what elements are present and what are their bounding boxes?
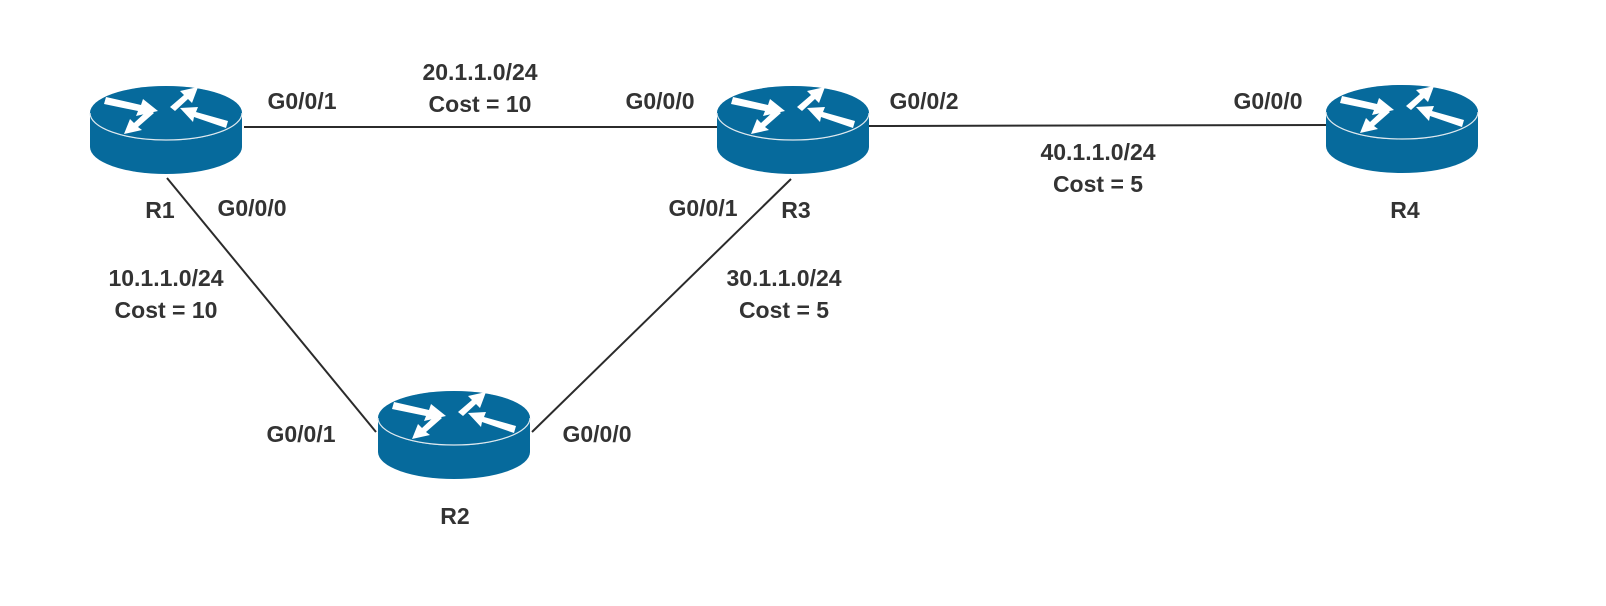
router-label-r2: R2 bbox=[440, 503, 469, 529]
network-label: 40.1.1.0/24 bbox=[1040, 139, 1155, 165]
interface-label: G0/0/1 bbox=[267, 88, 336, 114]
network-label: 30.1.1.0/24 bbox=[726, 265, 841, 291]
router-r3[interactable] bbox=[716, 85, 870, 175]
router-icon bbox=[1325, 84, 1479, 174]
router-icon bbox=[89, 85, 243, 175]
router-label-r1: R1 bbox=[145, 197, 175, 223]
network-label: 20.1.1.0/24 bbox=[422, 59, 537, 85]
network-label: 10.1.1.0/24 bbox=[108, 265, 223, 291]
cost-label: Cost = 5 bbox=[1053, 171, 1143, 197]
interface-label: G0/0/0 bbox=[562, 421, 631, 447]
cost-label: Cost = 10 bbox=[115, 297, 218, 323]
router-icon bbox=[716, 85, 870, 175]
interface-label: G0/0/0 bbox=[625, 88, 694, 114]
router-r4[interactable] bbox=[1325, 84, 1479, 174]
interface-label: G0/0/0 bbox=[1233, 88, 1302, 114]
link-r1-r2 bbox=[166, 177, 377, 433]
cost-label: Cost = 5 bbox=[739, 297, 829, 323]
cost-label: Cost = 10 bbox=[429, 91, 532, 117]
interface-label: G0/0/1 bbox=[668, 195, 737, 221]
router-label-r3: R3 bbox=[781, 197, 810, 223]
router-label-r4: R4 bbox=[1390, 197, 1420, 223]
router-r2[interactable] bbox=[377, 390, 531, 480]
link-r3-r4 bbox=[868, 124, 1329, 127]
router-icon bbox=[377, 390, 531, 480]
interface-label: G0/0/0 bbox=[217, 195, 286, 221]
interface-label: G0/0/2 bbox=[889, 88, 958, 114]
router-r1[interactable] bbox=[89, 85, 243, 175]
link-r2-r3 bbox=[531, 178, 792, 433]
interface-label: G0/0/1 bbox=[266, 421, 335, 447]
